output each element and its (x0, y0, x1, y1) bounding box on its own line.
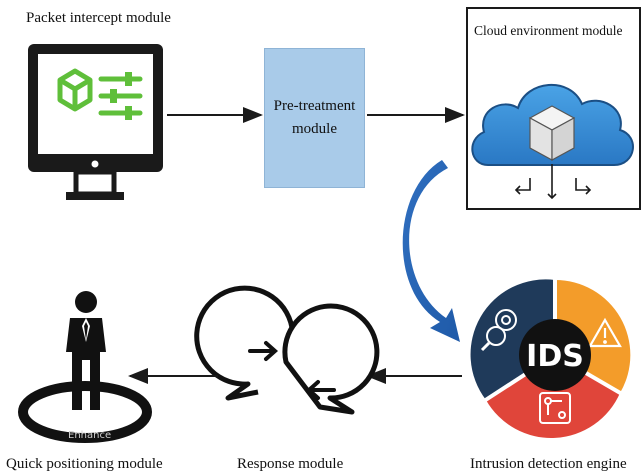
sliders-icon (98, 76, 143, 116)
cloud-environment-label: Cloud environment module (474, 23, 623, 38)
left-arrow-icon (305, 380, 336, 400)
circuit-icon (539, 392, 571, 424)
person-on-ring-icon (18, 291, 152, 443)
gear-search-icon (480, 309, 517, 352)
ids-center-text: IDS (526, 339, 584, 374)
response-module-label: Response module (237, 456, 344, 472)
pretreatment-label-line1: Pre-treatment (273, 97, 356, 114)
quick-positioning-label: Quick positioning module (6, 456, 163, 472)
response-bubbles-icon (194, 285, 380, 415)
pretreatment-module-box: Pre-treatment module (264, 48, 365, 188)
right-arrow-icon (248, 341, 279, 361)
packet-intercept-label: Packet intercept module (26, 10, 171, 26)
curved-arrow-cloud-to-ids (402, 160, 460, 342)
monitor-icon (28, 44, 163, 200)
cube-icon (57, 68, 93, 112)
intrusion-detection-label: Intrusion detection engine (470, 456, 627, 472)
ids-engine-icon: IDS (470, 278, 631, 439)
cloud-icon (471, 83, 634, 200)
pretreatment-label-line2: module (291, 121, 337, 137)
warning-icon (588, 317, 622, 348)
watermark-text: Enhance (68, 430, 111, 441)
